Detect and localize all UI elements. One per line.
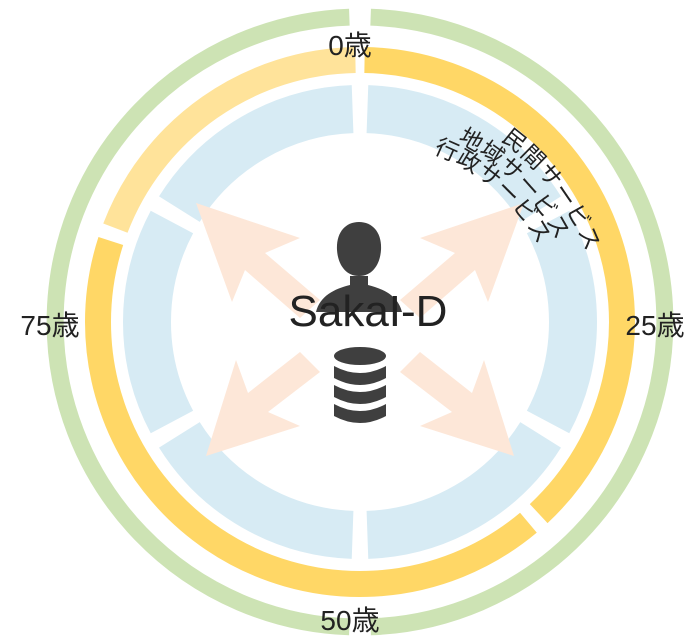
center-title: SakaI-D: [289, 287, 448, 336]
database-icon: [334, 347, 386, 423]
age-label-left: 75歳: [20, 310, 79, 341]
arrow-shape: [400, 352, 514, 456]
arrow-shape: [206, 352, 320, 456]
inner-ring: [123, 85, 597, 559]
arrow-shape: [400, 203, 524, 318]
middle-ring-segment: [103, 47, 356, 233]
age-label-top: 0歳: [328, 30, 372, 61]
inner-ring-segment: [159, 85, 354, 223]
middle-ring-segment: [85, 237, 537, 597]
outer-ring: [46, 8, 674, 636]
arrow-shape: [196, 203, 320, 318]
inner-ring-segment: [159, 421, 354, 559]
middle-ring: [85, 47, 635, 597]
person-icon: [316, 222, 402, 312]
outer-ring-segment: [370, 8, 674, 636]
inner-ring-segment: [526, 210, 597, 434]
age-label-bottom: 50歳: [320, 605, 379, 636]
inner-ring-segment: [366, 85, 561, 223]
age-label-right: 25歳: [625, 310, 684, 341]
inner-ring-segment: [366, 421, 561, 559]
middle-ring-segment: [364, 47, 635, 524]
converging-arrows: [196, 203, 524, 456]
inner-ring-segment: [123, 210, 194, 434]
outer-ring-segment: [46, 8, 350, 636]
